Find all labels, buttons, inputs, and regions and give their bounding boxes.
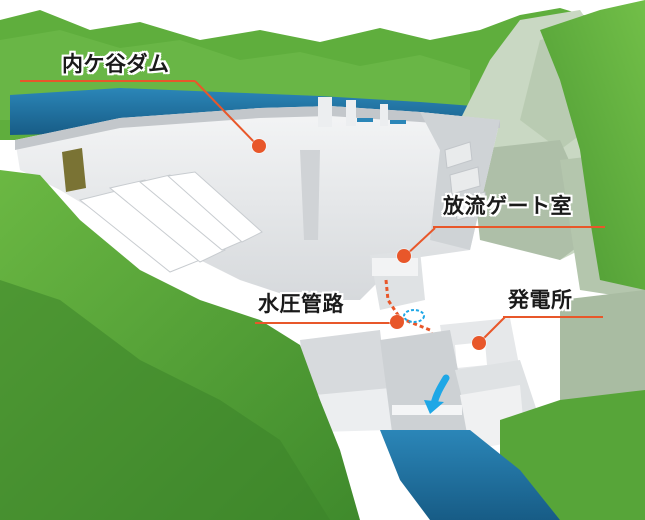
right-forest bbox=[540, 0, 645, 290]
label-dam: 内ケ谷ダム bbox=[62, 52, 170, 76]
leader-penstock-horizontal bbox=[255, 322, 395, 324]
marker-gate-room[interactable] bbox=[397, 249, 411, 263]
lower-facilities bbox=[300, 250, 540, 450]
right-lower-forest bbox=[500, 390, 645, 520]
bridge bbox=[392, 405, 462, 415]
leader-gate-room-horizontal bbox=[433, 226, 605, 228]
river bbox=[380, 430, 560, 520]
marker-power-station[interactable] bbox=[472, 336, 486, 350]
dam-body bbox=[15, 97, 500, 300]
left-forest-shade bbox=[0, 280, 330, 520]
dam-right-stairs bbox=[444, 141, 488, 221]
flow-arrow-icon bbox=[424, 374, 450, 414]
leader-power-station-horizontal bbox=[503, 316, 603, 318]
label-gate-room: 放流ゲート室 bbox=[443, 194, 572, 218]
label-power-station: 発電所 bbox=[508, 288, 573, 312]
label-penstock: 水圧管路 bbox=[258, 292, 344, 316]
leader-dam-horizontal bbox=[20, 80, 195, 82]
marker-penstock[interactable] bbox=[390, 315, 404, 329]
marker-dam[interactable] bbox=[252, 139, 266, 153]
